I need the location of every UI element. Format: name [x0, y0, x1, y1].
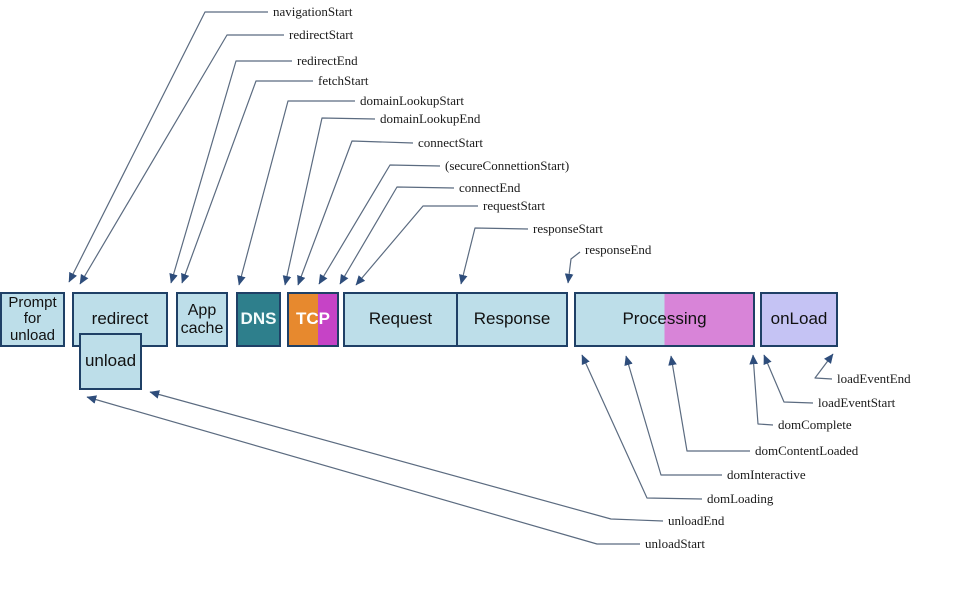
leader-domainLookupStart	[237, 100, 355, 286]
leader-secureConnettionStart	[318, 164, 441, 285]
leader-navigationStart	[68, 11, 268, 283]
leader-connectEnd	[339, 186, 455, 285]
phase-box-unload: unload	[79, 333, 142, 390]
leader-connectStart	[297, 140, 414, 286]
label-fetchStart: fetchStart	[318, 73, 369, 88]
phase-box-response: Response	[473, 309, 551, 329]
leader-responseEnd	[564, 251, 581, 284]
phase-box-dns: DNS	[236, 292, 281, 347]
label-secureConnettionStart: (secureConnettionStart)	[445, 158, 570, 173]
phase-box-request-response: Request Response	[343, 292, 568, 347]
label-unloadStart: unloadStart	[645, 536, 705, 551]
label-navigationStart: navigationStart	[273, 4, 353, 19]
leader-fetchStart	[181, 80, 313, 284]
leader-domContentLoaded	[668, 355, 750, 452]
phase-box-processing: Processing	[574, 292, 755, 347]
leader-unloadEnd	[149, 390, 664, 522]
label-loadEventEnd: loadEventEnd	[837, 371, 911, 386]
label-domComplete: domComplete	[778, 417, 852, 432]
leader-requestStart	[355, 205, 478, 286]
phase-box-onload: onLoad	[760, 292, 838, 347]
leader-redirectStart	[79, 34, 284, 285]
label-unloadEnd: unloadEnd	[668, 513, 725, 528]
phase-box-app-cache: App cache	[176, 292, 228, 347]
leader-responseStart	[459, 227, 529, 285]
label-domLoading: domLoading	[707, 491, 774, 506]
label-domainLookupStart: domainLookupStart	[360, 93, 464, 108]
leader-unloadStart	[86, 395, 640, 545]
phase-box-prompt-for-unload: Prompt for unload	[0, 292, 65, 347]
phase-box-tcp: TCP	[287, 292, 339, 347]
leader-domInteractive	[624, 355, 722, 476]
label-domainLookupEnd: domainLookupEnd	[380, 111, 481, 126]
label-responseEnd: responseEnd	[585, 242, 652, 257]
leader-redirectEnd	[169, 60, 292, 284]
leader-domComplete	[749, 354, 774, 426]
label-connectEnd: connectEnd	[459, 180, 521, 195]
label-loadEventStart: loadEventStart	[818, 395, 896, 410]
label-responseStart: responseStart	[533, 221, 604, 236]
leader-loadEventEnd	[814, 353, 834, 380]
leader-loadEventStart	[763, 354, 814, 404]
label-redirectEnd: redirectEnd	[297, 53, 358, 68]
leader-domLoading	[581, 354, 703, 500]
label-domInteractive: domInteractive	[727, 467, 806, 482]
label-requestStart: requestStart	[483, 198, 546, 213]
label-domContentLoaded: domContentLoaded	[755, 443, 859, 458]
leader-domainLookupEnd	[282, 117, 376, 286]
label-redirectStart: redirectStart	[289, 27, 354, 42]
label-connectStart: connectStart	[418, 135, 483, 150]
phase-box-request: Request	[345, 294, 458, 345]
